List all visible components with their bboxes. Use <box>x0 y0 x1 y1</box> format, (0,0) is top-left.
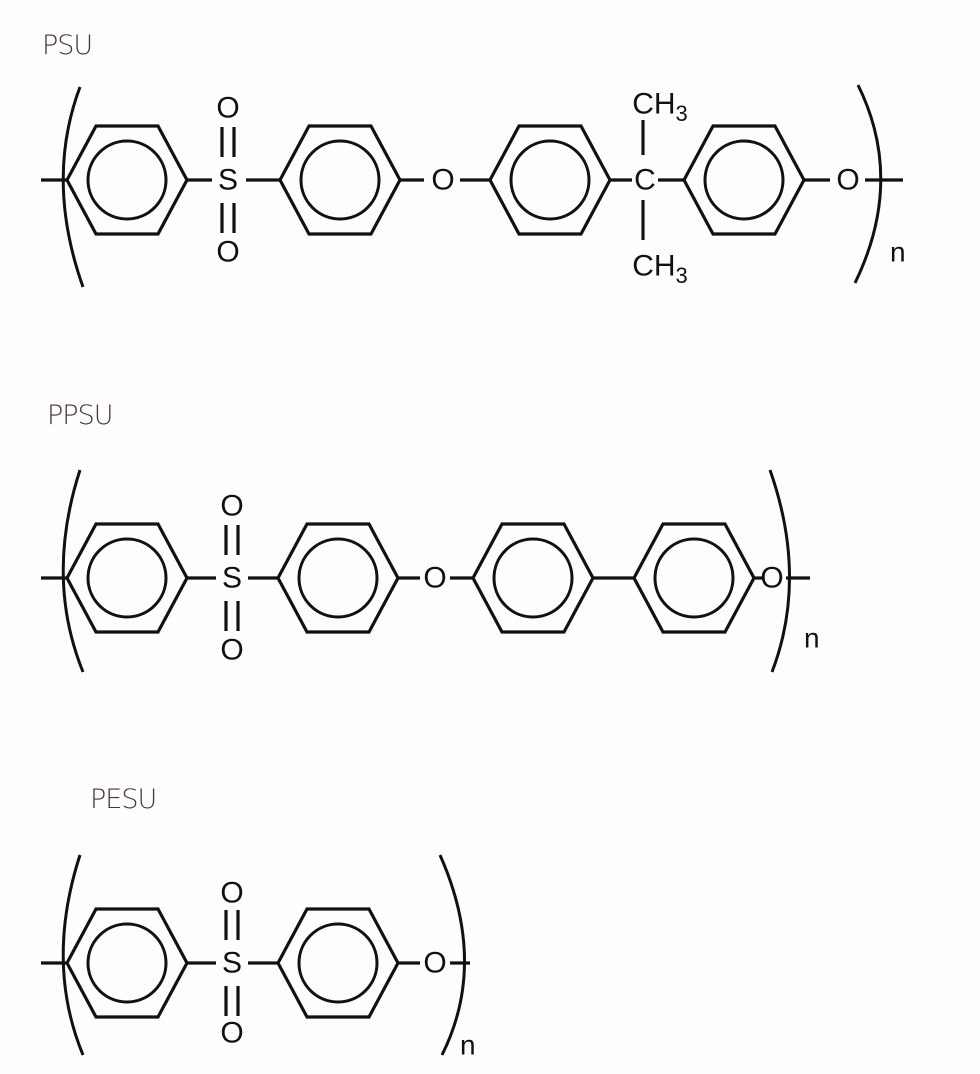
psu-label: PSU <box>42 30 93 61</box>
aromatic-circle <box>653 537 735 619</box>
aromatic-circle <box>86 922 168 1004</box>
ether-oxygen: O <box>760 562 783 595</box>
sulfur-atom: S <box>222 947 242 980</box>
aromatic-circle <box>86 139 168 221</box>
sulfur-atom: S <box>222 562 242 595</box>
right-bracket <box>438 854 466 1056</box>
left-bracket <box>61 854 85 1056</box>
oxygen-atom: O <box>220 634 243 667</box>
subscript-3: 3 <box>676 101 688 126</box>
oxygen-atom: O <box>216 236 239 269</box>
aromatic-circle <box>492 537 574 619</box>
repeat-count-n: n <box>804 623 820 654</box>
aromatic-circle <box>299 139 381 221</box>
aromatic-circle <box>86 537 168 619</box>
ether-oxygen: O <box>836 164 859 197</box>
repeat-count-n: n <box>460 1030 476 1061</box>
ether-oxygen: O <box>431 164 454 197</box>
methyl-group: CH3 <box>632 88 688 126</box>
sulfur-atom: S <box>218 164 238 197</box>
ether-oxygen: O <box>423 562 446 595</box>
quaternary-carbon: C <box>634 164 656 197</box>
repeat-count-n: n <box>890 237 906 268</box>
aromatic-circle <box>297 537 379 619</box>
right-bracket <box>768 469 791 673</box>
left-bracket <box>61 86 85 288</box>
ether-oxygen: O <box>423 947 446 980</box>
subscript-3: 3 <box>676 263 688 288</box>
oxygen-atom: O <box>216 92 239 125</box>
aromatic-circle <box>703 139 785 221</box>
methyl-group: CH3 <box>632 250 688 288</box>
ppsu-label: PPSU <box>47 400 113 431</box>
aromatic-circle <box>297 922 379 1004</box>
pesu-label: PESU <box>90 784 157 815</box>
oxygen-atom: O <box>220 1017 243 1050</box>
aromatic-circle <box>509 139 591 221</box>
right-bracket <box>853 84 883 284</box>
oxygen-atom: O <box>220 490 243 523</box>
oxygen-atom: O <box>220 877 243 910</box>
left-bracket <box>61 469 85 673</box>
